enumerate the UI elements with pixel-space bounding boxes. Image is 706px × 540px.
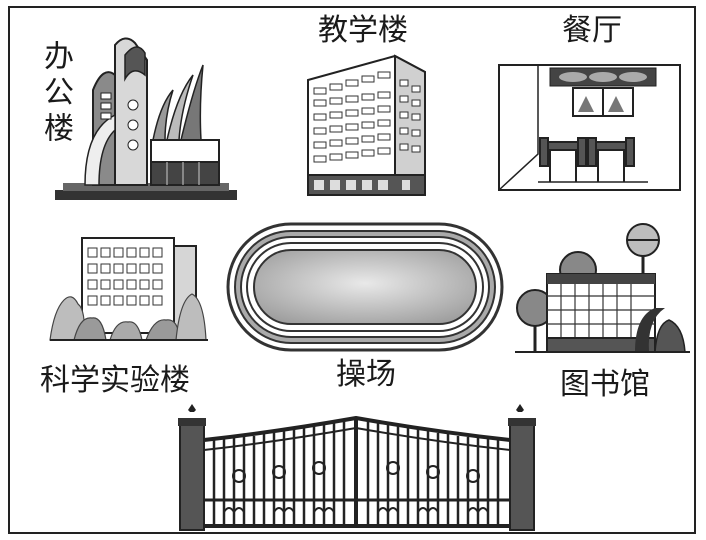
- teaching-building-icon: [307, 54, 426, 196]
- school-gate-icon: [178, 404, 536, 531]
- library-label: 图书馆: [560, 367, 650, 402]
- playground-label: 操场: [336, 357, 396, 392]
- lab-label: 科学实验楼: [40, 363, 190, 398]
- lab-building-icon: [49, 237, 208, 341]
- teaching-label: 教学楼: [318, 13, 408, 48]
- canteen-label: 餐厅: [562, 13, 622, 48]
- running-track-icon: [226, 222, 504, 352]
- canteen-icon: [498, 64, 681, 191]
- library-icon: [515, 223, 690, 353]
- office-building-icon: [55, 37, 237, 200]
- office-label: 办公楼: [38, 40, 73, 148]
